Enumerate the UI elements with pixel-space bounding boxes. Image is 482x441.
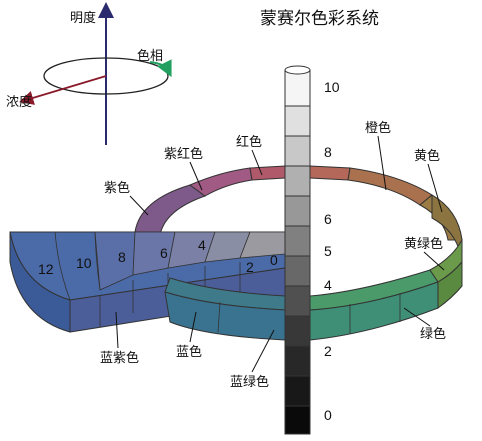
hue-label-yellow: 黄色 xyxy=(414,148,440,164)
hue-label-red-purple: 紫红色 xyxy=(164,146,203,162)
value-tick-5: 5 xyxy=(324,243,332,259)
chroma-tick-2: 2 xyxy=(246,259,254,275)
hue-ring-front xyxy=(164,238,463,341)
value-axis-label: 明度 xyxy=(70,10,96,26)
chroma-tick-0: 0 xyxy=(270,252,278,268)
hue-label-purple-blue: 蓝紫色 xyxy=(100,350,139,366)
chroma-tick-4: 4 xyxy=(198,237,206,253)
value-column xyxy=(284,65,311,435)
value-tick-10: 10 xyxy=(324,79,340,95)
hue-ring-back xyxy=(134,165,463,263)
hue-label-blue: 蓝色 xyxy=(176,344,202,360)
value-tick-6: 6 xyxy=(324,211,332,227)
hue-label-green: 绿色 xyxy=(420,326,446,342)
diagram-title: 蒙赛尔色彩系统 xyxy=(260,8,379,29)
hue-label-yellow-red: 橙色 xyxy=(365,120,391,136)
hue-label-blue-green: 蓝绿色 xyxy=(230,374,269,390)
hue-axis-label: 色相 xyxy=(137,48,163,64)
value-tick-4: 4 xyxy=(324,277,332,293)
hue-label-green-yellow: 黄绿色 xyxy=(404,236,443,252)
hue-label-red: 红色 xyxy=(236,134,262,150)
value-tick-8: 8 xyxy=(324,144,332,160)
value-tick-2: 2 xyxy=(324,343,332,359)
chroma-slab xyxy=(9,231,286,333)
chroma-tick-10: 10 xyxy=(76,255,92,271)
hue-labels: 红色 紫红色 紫色 橙色 黄色 黄绿色 绿色 蓝绿色 蓝色 蓝紫色 xyxy=(100,120,446,390)
chroma-tick-6: 6 xyxy=(160,245,168,261)
chroma-arrow xyxy=(19,75,107,105)
axis-legend: 明度 色相 浓度 xyxy=(6,2,172,145)
chroma-axis-label: 浓度 xyxy=(6,94,32,110)
chroma-tick-8: 8 xyxy=(118,249,126,265)
chroma-tick-12: 12 xyxy=(38,261,54,277)
chroma-scale: 12 10 8 6 4 2 0 xyxy=(38,237,278,277)
value-tick-0: 0 xyxy=(324,407,332,423)
hue-label-purple: 紫色 xyxy=(104,180,130,196)
hue-arrow xyxy=(149,59,172,78)
value-scale: 10 8 6 5 4 2 0 xyxy=(324,79,340,423)
